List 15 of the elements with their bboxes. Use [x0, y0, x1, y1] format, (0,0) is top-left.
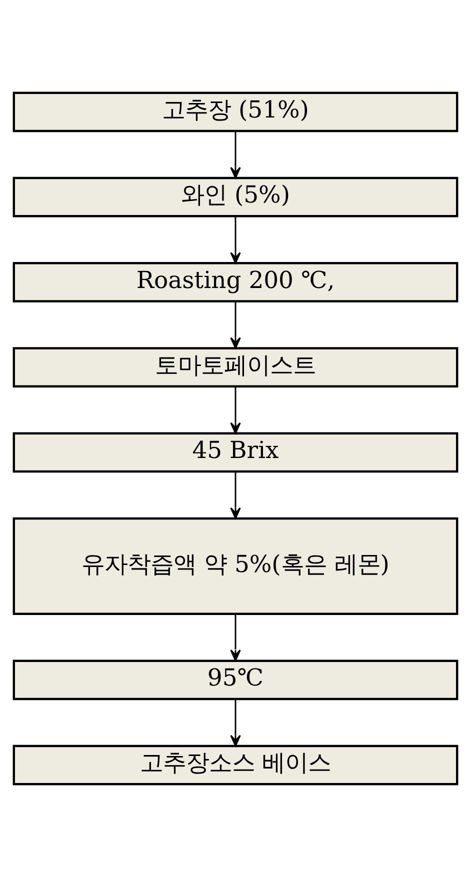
arrow — [230, 130, 241, 178]
node-box: 95℃ — [12, 659, 458, 700]
node-box: 45 Brix — [12, 432, 458, 472]
arrow — [230, 216, 241, 264]
node-box: 고추장소스 베이스 — [12, 744, 458, 785]
node-box: 토마토페이스트 — [12, 346, 458, 387]
arrow — [230, 614, 241, 661]
node-box: Roasting 200 ℃, — [12, 262, 458, 302]
arrow — [230, 386, 241, 434]
node-box: 고추장 (51%) — [12, 91, 458, 132]
arrow — [230, 698, 241, 746]
node-box: 유자착즙액 약 5%(혹은 레몬) — [12, 516, 458, 614]
arrow — [230, 301, 241, 348]
arrow — [230, 471, 241, 518]
node-box: 와인 (5%) — [12, 176, 458, 217]
